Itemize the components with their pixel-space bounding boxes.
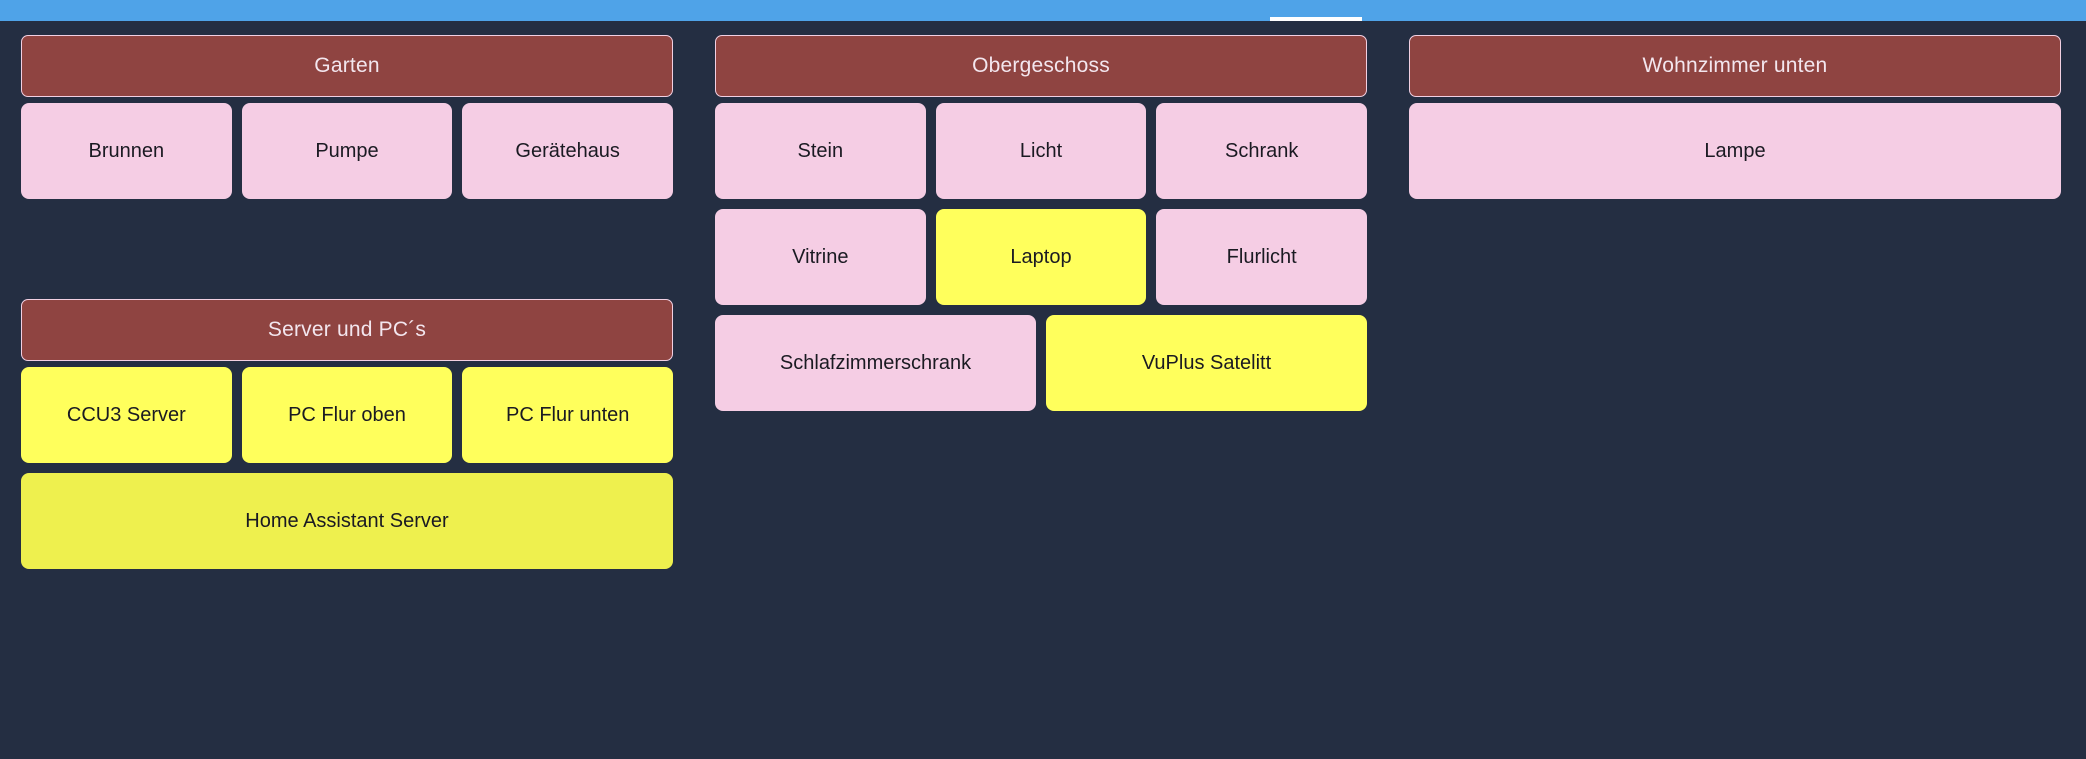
device-card[interactable]: Laptop (935, 209, 1147, 305)
device-card[interactable]: CCU3 Server (21, 367, 232, 463)
section-header[interactable]: Server und PC´s (21, 299, 673, 361)
active-tab-indicator (1270, 17, 1362, 21)
device-card[interactable]: PC Flur oben (241, 367, 453, 463)
device-card[interactable]: Brunnen (21, 103, 232, 199)
card-row: Lampe (1409, 103, 2061, 199)
card-row: Home Assistant Server (21, 473, 673, 569)
device-card[interactable]: Flurlicht (1156, 209, 1368, 305)
device-card[interactable]: Home Assistant Server (21, 473, 673, 569)
section-header[interactable]: Garten (21, 35, 673, 97)
device-card[interactable]: Pumpe (241, 103, 453, 199)
device-card[interactable]: Gerätehaus (462, 103, 674, 199)
device-card[interactable]: PC Flur unten (462, 367, 674, 463)
device-card[interactable]: Lampe (1409, 103, 2061, 199)
device-card[interactable]: Schlafzimmerschrank (715, 315, 1036, 411)
section-header[interactable]: Obergeschoss (715, 35, 1367, 97)
group-spacer (21, 209, 673, 285)
device-card[interactable]: Vitrine (715, 209, 926, 305)
section-header[interactable]: Wohnzimmer unten (1409, 35, 2061, 97)
device-card[interactable]: VuPlus Satelitt (1046, 315, 1367, 411)
app-header-bar (0, 0, 2086, 21)
device-card[interactable]: Licht (935, 103, 1147, 199)
device-card[interactable]: Stein (715, 103, 926, 199)
device-card[interactable]: Schrank (1156, 103, 1368, 199)
